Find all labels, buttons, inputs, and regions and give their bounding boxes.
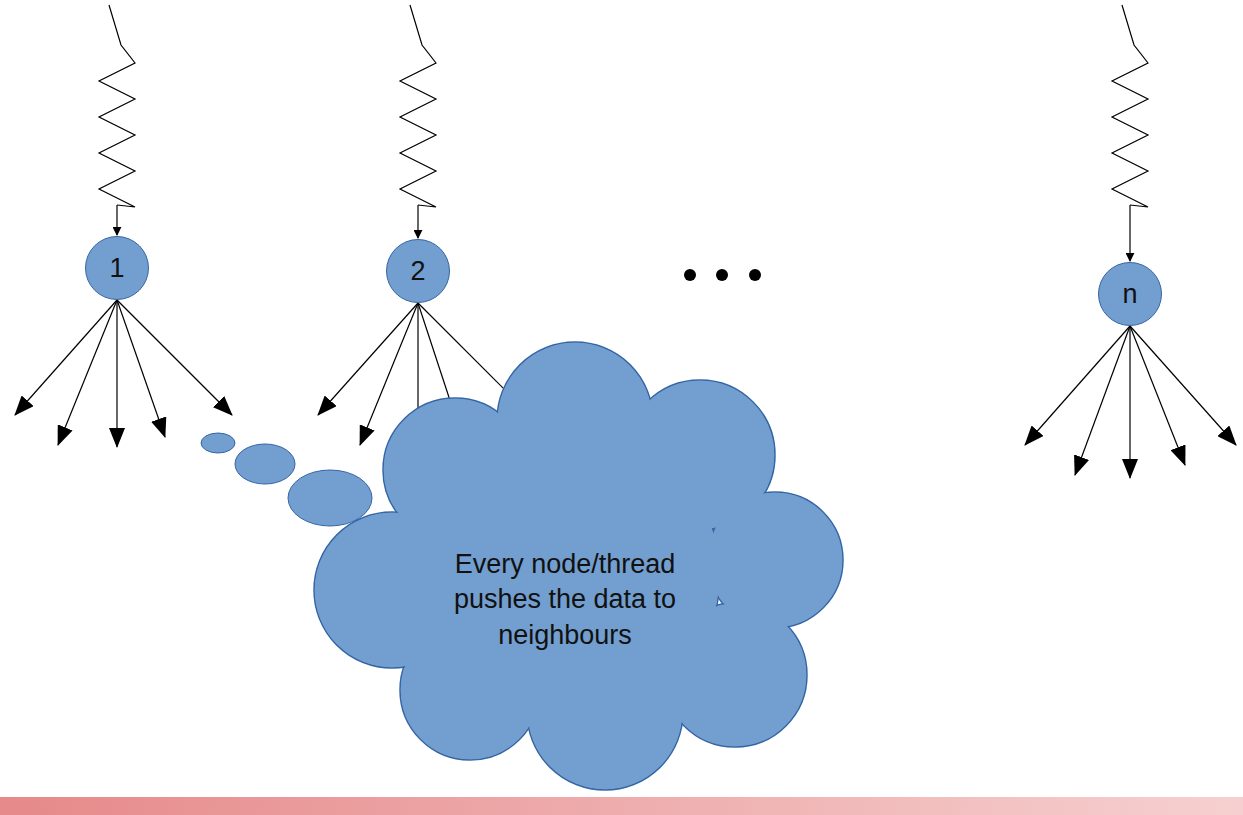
push-arrow	[15, 300, 117, 415]
thought-bubble	[288, 470, 372, 526]
push-arrow	[58, 300, 117, 445]
node-number: 2	[410, 256, 425, 287]
thought-cloud: Every node/thread pushes the data to nei…	[300, 335, 850, 795]
ellipsis-dot	[684, 269, 696, 281]
thread-node: 1	[85, 236, 149, 300]
push-arrow	[1130, 326, 1236, 445]
input-arrow	[1129, 205, 1130, 261]
node-number: n	[1122, 279, 1137, 310]
cloud-text: Every node/thread pushes the data to nei…	[440, 547, 690, 652]
thought-bubble	[201, 433, 235, 453]
push-arrow	[117, 300, 165, 437]
push-arrow	[318, 303, 418, 415]
thread-node: 2	[386, 239, 450, 303]
input-arrow	[116, 205, 117, 235]
push-arrow	[117, 300, 232, 415]
ellipsis-dot	[716, 269, 728, 281]
push-arrow	[1130, 326, 1185, 465]
thread-node: n	[1098, 262, 1162, 326]
input-wave	[1112, 5, 1148, 207]
ellipsis-dot	[749, 269, 761, 281]
thought-bubble	[235, 444, 295, 484]
input-wave	[99, 5, 135, 207]
footer-bar	[0, 797, 1243, 815]
node-number: 1	[109, 253, 124, 284]
push-arrow	[116, 300, 117, 447]
input-wave	[400, 5, 436, 207]
push-arrow	[1129, 326, 1130, 478]
push-arrow	[1025, 326, 1130, 445]
input-arrow	[417, 205, 418, 238]
push-arrow	[1075, 326, 1130, 475]
